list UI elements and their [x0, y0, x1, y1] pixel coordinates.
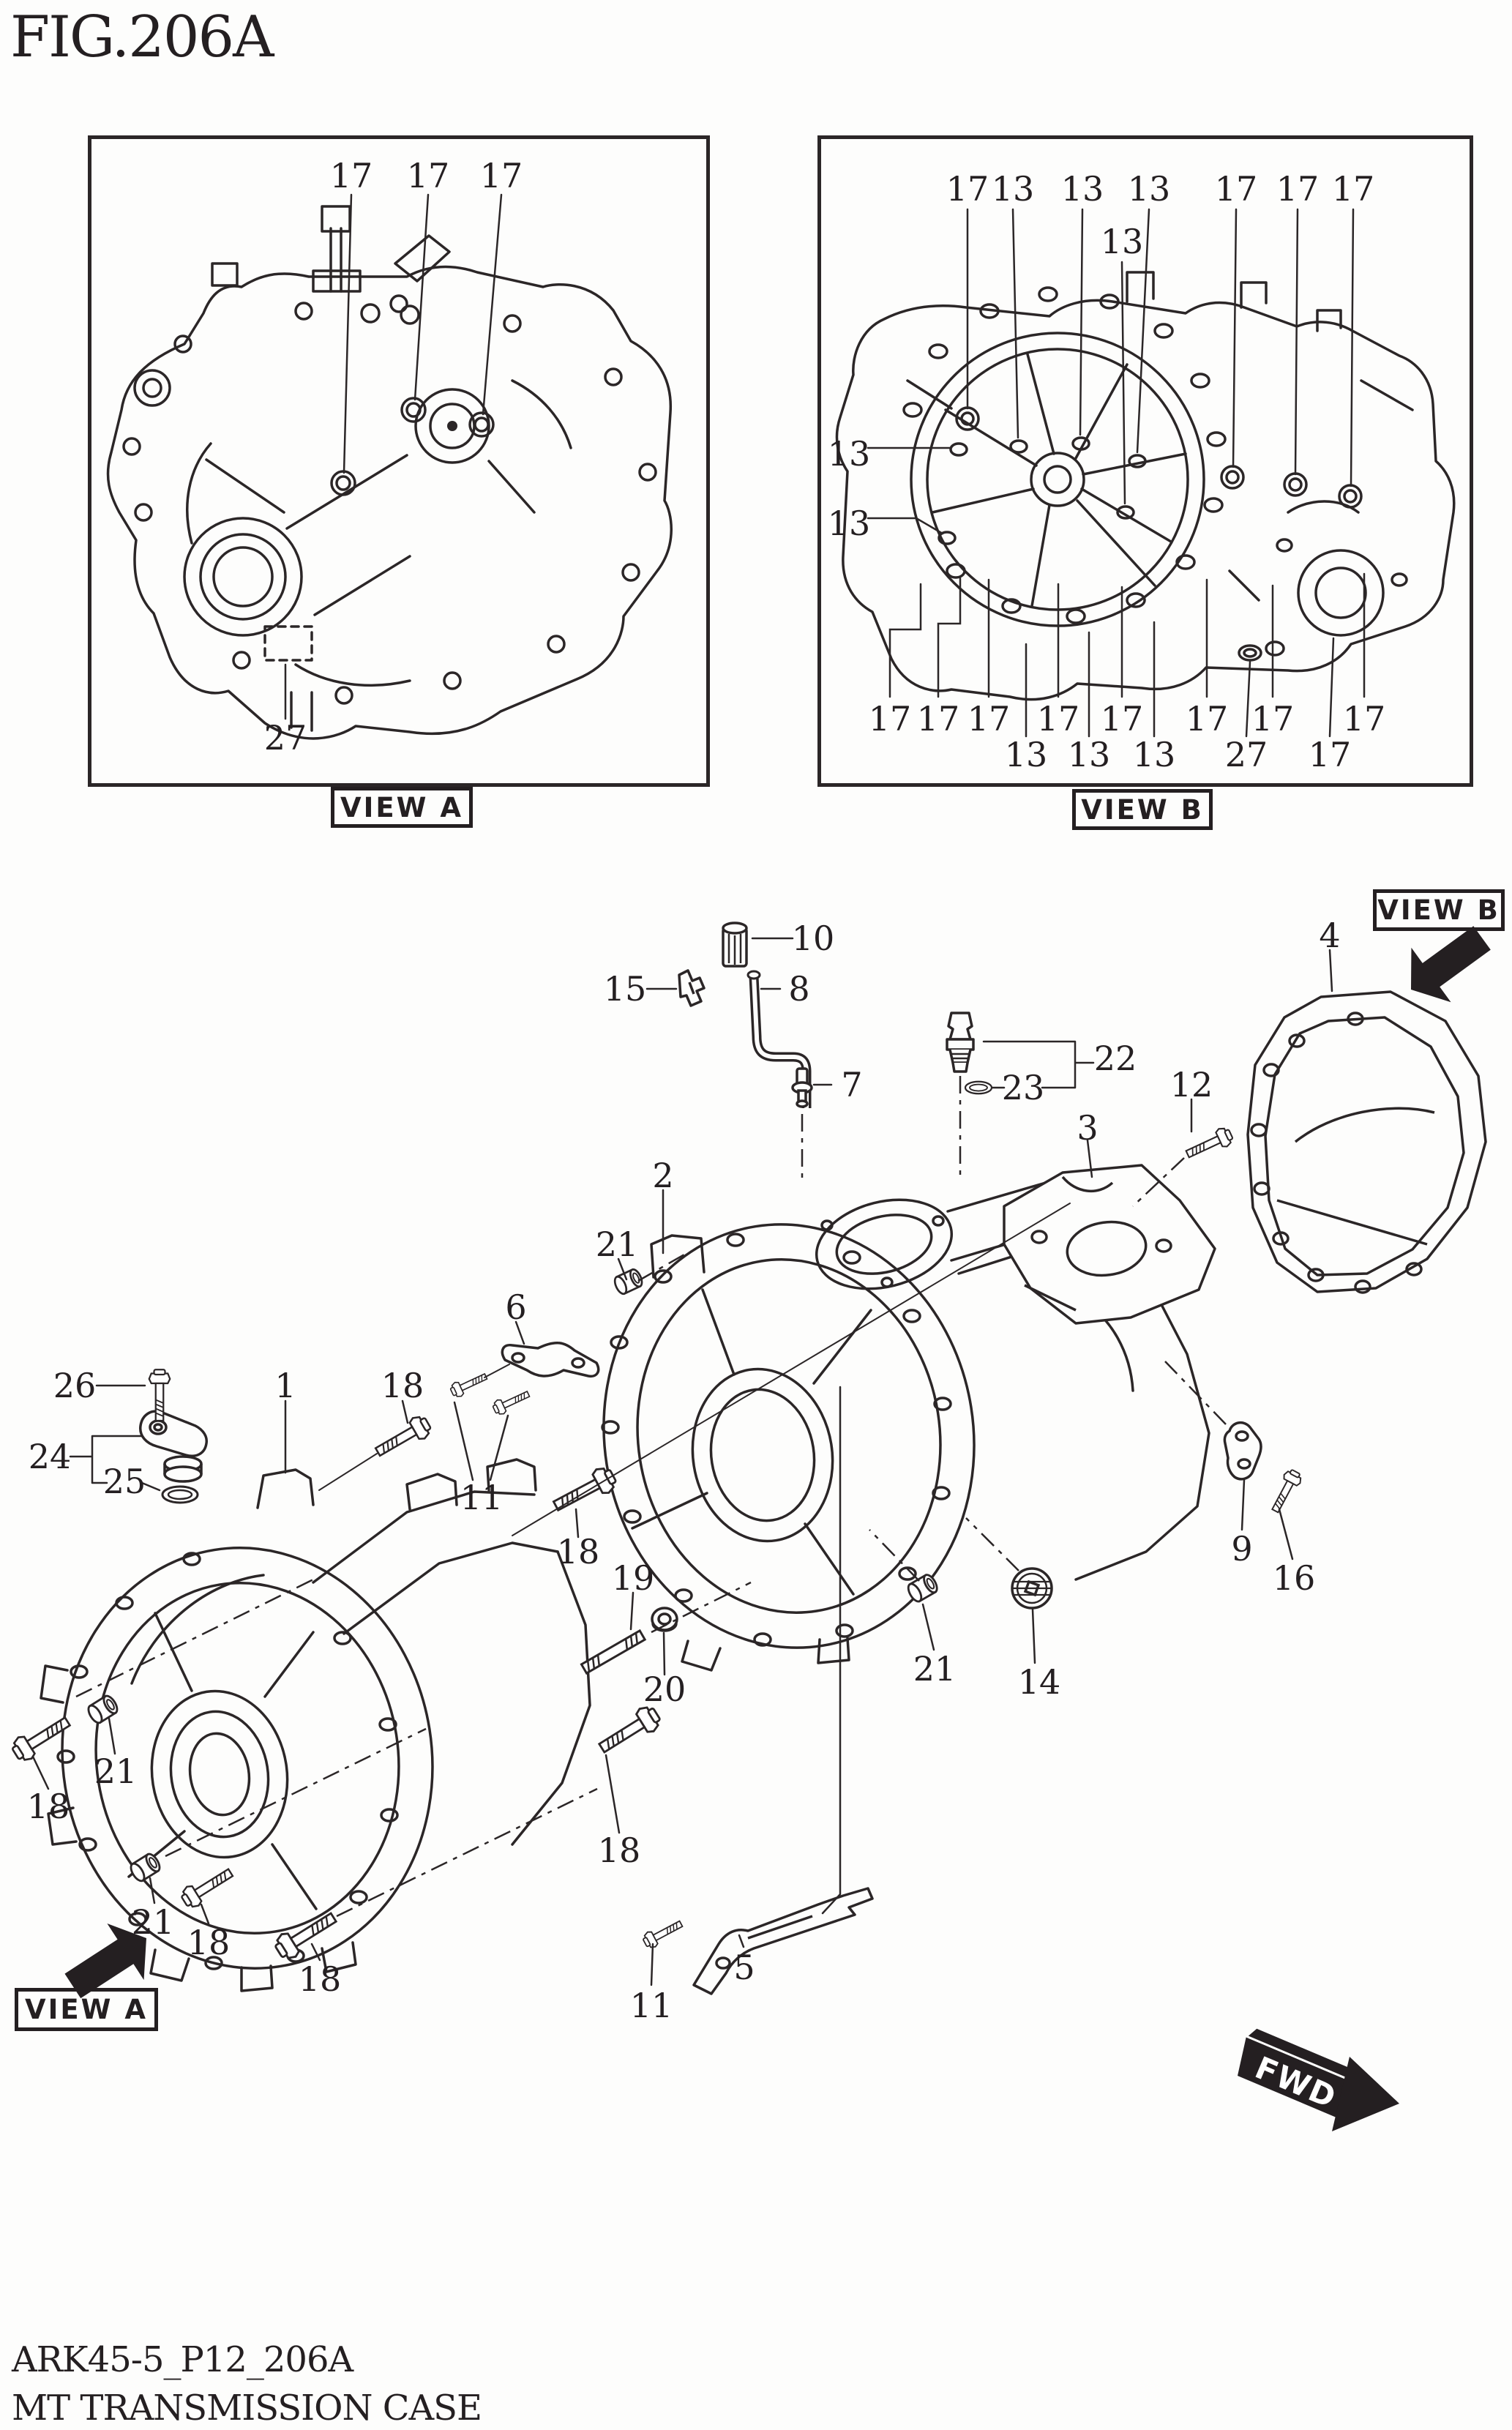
view-b-caption-top: VIEW B	[1072, 789, 1213, 830]
footer-caption: MT TRANSMISSION CASE	[12, 2388, 482, 2429]
clutch-cover-drawing	[1246, 990, 1487, 1294]
hose-clip-15	[678, 969, 706, 1007]
view-a-caption-top: VIEW A	[331, 787, 473, 828]
engine-hook-9	[1223, 1421, 1262, 1481]
switch-oring-23	[964, 1080, 993, 1095]
bolt-18-d	[7, 1710, 75, 1766]
dowel-bushing-21-d	[127, 1850, 164, 1885]
leader-lines	[31, 193, 1366, 1986]
bolt-18-b	[548, 1462, 621, 1519]
view-b-caption-exploded: VIEW B	[1373, 889, 1505, 931]
dowel-bushing-21-c	[84, 1692, 121, 1727]
view-a-caption-exploded-text: VIEW A	[24, 1994, 148, 2025]
view-a-case-drawing	[106, 205, 673, 740]
footer-part-code: ARK45-5_P12_206A	[12, 2339, 353, 2380]
view-a-caption-text: VIEW A	[340, 791, 463, 823]
dowel-bushing-21-b	[905, 1571, 941, 1605]
drain-plug-14	[1011, 1567, 1053, 1610]
shift-bracket-6	[501, 1342, 600, 1378]
bolt-18-f	[270, 1904, 342, 1964]
fwd-arrow: FWD	[1238, 2026, 1399, 2131]
view-b-caption-text: VIEW B	[1081, 793, 1204, 826]
transmission-case-left-drawing	[40, 1458, 591, 1992]
view-a-caption-exploded: VIEW A	[15, 1988, 158, 2031]
stud-19	[580, 1629, 646, 1675]
bolt-11-b	[490, 1386, 533, 1418]
bolt-18-a	[370, 1411, 435, 1463]
construction-axes	[75, 1076, 1227, 1918]
case-plate-drawing	[1003, 1164, 1216, 1325]
view-a-panel-frame	[88, 135, 710, 787]
bolt-16	[1266, 1467, 1305, 1516]
view-b-panel-frame	[817, 135, 1473, 787]
figure-title: FIG.206A	[10, 4, 274, 70]
view-b-case-drawing	[835, 271, 1456, 701]
rotor-oring-25	[161, 1485, 199, 1504]
breather-pipe-8	[746, 970, 812, 1108]
speed-sensor-rotor-24	[139, 1410, 208, 1483]
bolt-18-c	[594, 1701, 665, 1761]
breather-union-7	[791, 1067, 813, 1108]
switch-assembly-22	[946, 1012, 975, 1073]
breather-cap-10	[722, 921, 748, 968]
dowel-bushing-21-a	[611, 1266, 645, 1297]
bolt-18-e	[177, 1862, 238, 1912]
shift-lever-5	[692, 1887, 874, 1995]
bolt-11-a	[448, 1369, 490, 1400]
view-b-direction-arrow-icon	[1411, 926, 1491, 1003]
flange-nut-20	[651, 1607, 678, 1632]
view-b-caption-exploded-text: VIEW B	[1377, 894, 1500, 926]
bolt-11-c	[640, 1915, 686, 1951]
view-a-direction-arrow-icon	[64, 1923, 146, 1999]
